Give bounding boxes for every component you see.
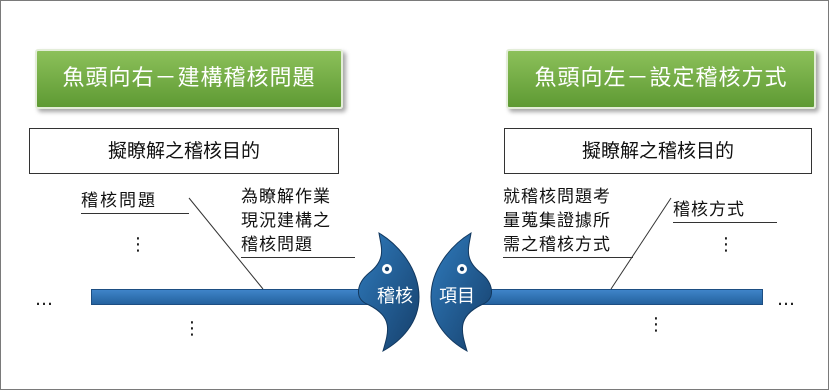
right-purpose-box: 擬瞭解之稽核目的 bbox=[504, 128, 812, 174]
right-bone-label: 稽核方式 bbox=[673, 198, 777, 223]
fish-head-right-icon bbox=[430, 232, 492, 353]
left-title-box: 魚頭向右－建構稽核問題 bbox=[35, 49, 343, 109]
right-branch-line-3: 需之稽核方式 bbox=[503, 233, 633, 258]
right-spine-ellipsis: … bbox=[777, 289, 795, 310]
left-bone-label: 稽核問題 bbox=[81, 189, 189, 214]
left-bottom-vdots: ⋮ bbox=[183, 318, 201, 339]
left-branch-line-1: 為瞭解作業 bbox=[241, 187, 331, 207]
left-diagonal-bone bbox=[188, 197, 264, 290]
left-branch-line-2: 現況建構之 bbox=[241, 211, 331, 231]
left-fish-label: 稽核 bbox=[377, 286, 413, 307]
right-branch-line-1: 就稽核問題考 bbox=[503, 187, 611, 207]
left-branch-text: 為瞭解作業 現況建構之 稽核問題 bbox=[241, 185, 355, 258]
right-branch-line-2: 量蒐集證據所 bbox=[503, 211, 611, 231]
right-fish-label: 項目 bbox=[439, 286, 475, 307]
right-bottom-vdots: ⋮ bbox=[647, 314, 665, 335]
fish-head-left-icon bbox=[358, 232, 420, 353]
right-bone-vdots: ⋮ bbox=[717, 234, 735, 255]
right-title-box: 魚頭向左－設定稽核方式 bbox=[506, 49, 816, 109]
left-branch-line-3: 稽核問題 bbox=[241, 233, 355, 258]
left-spine-ellipsis: … bbox=[35, 289, 53, 310]
left-purpose-box: 擬瞭解之稽核目的 bbox=[29, 128, 339, 174]
right-diagonal-bone bbox=[610, 197, 672, 290]
right-branch-text: 就稽核問題考 量蒐集證據所 需之稽核方式 bbox=[503, 185, 633, 258]
